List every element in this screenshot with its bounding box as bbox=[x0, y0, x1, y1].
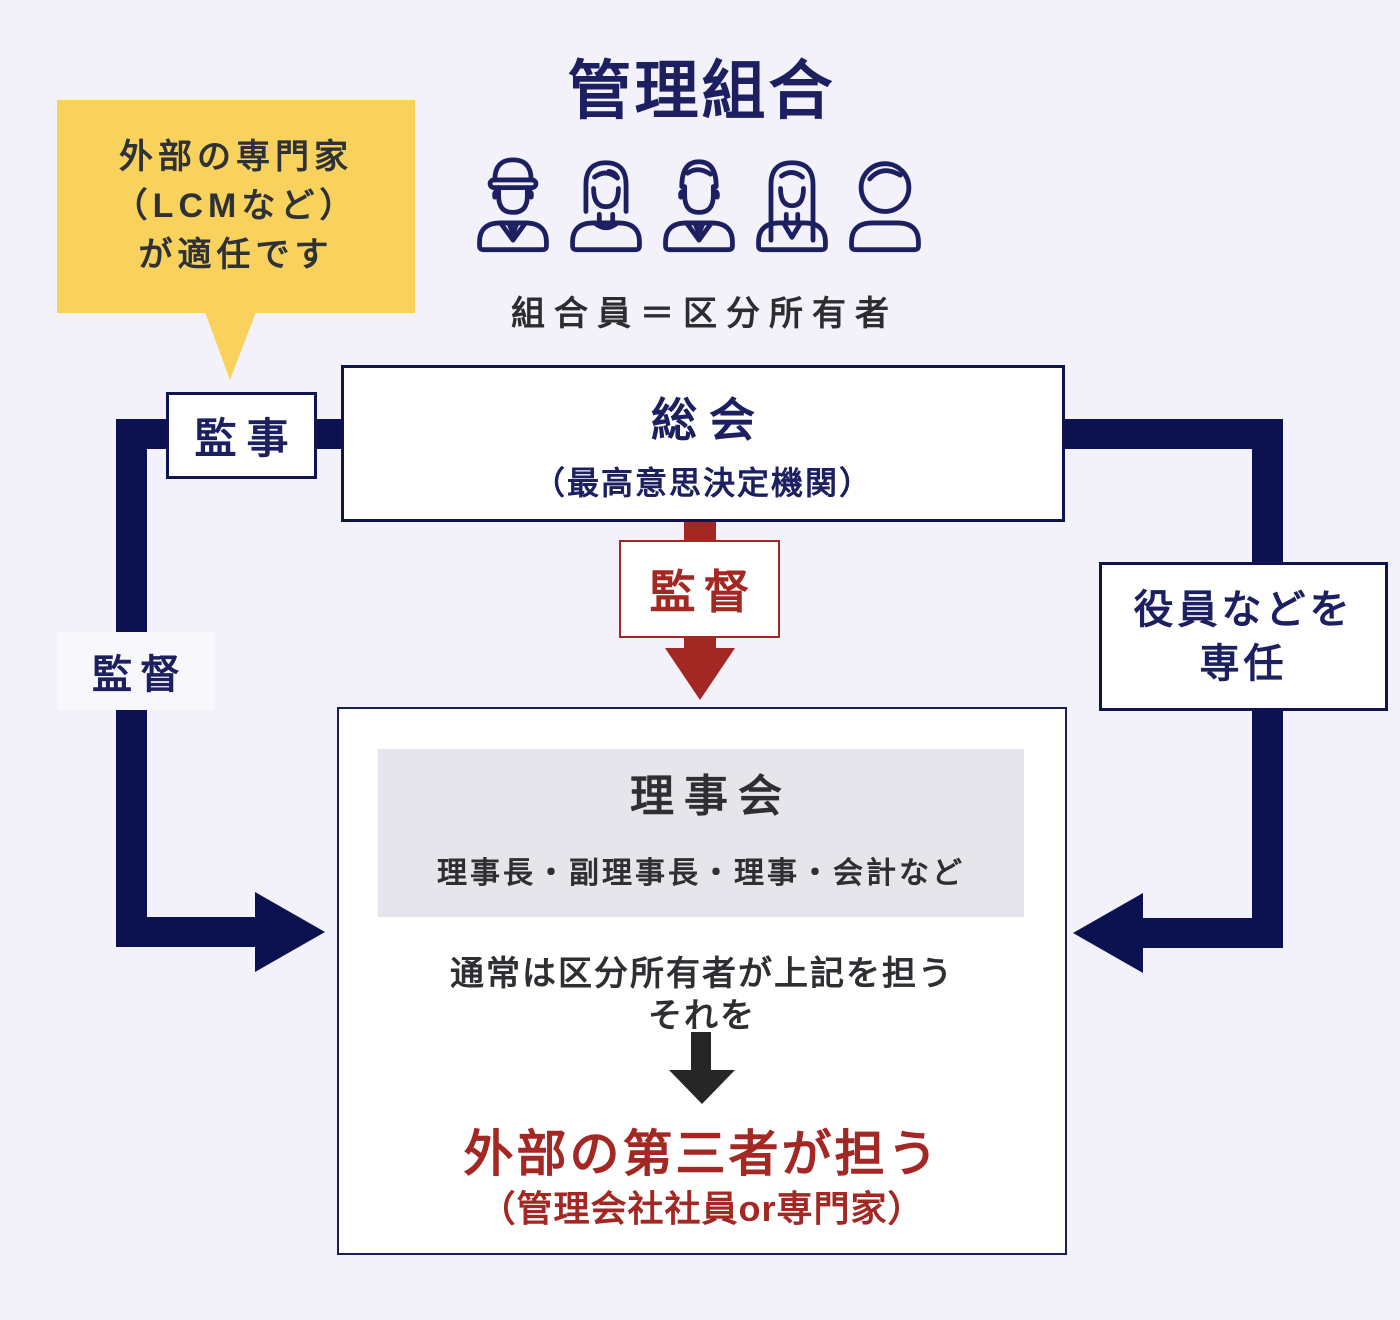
appoint-line-1: 役員などを bbox=[1133, 587, 1354, 632]
board-subtitle: 理事長・副理事長・理事・会計など bbox=[437, 857, 965, 890]
woman-long-hair-icon bbox=[749, 144, 835, 256]
members-icon-row bbox=[470, 144, 928, 256]
appoint-officers-box: 役員などを 専任 bbox=[1099, 562, 1388, 711]
board-highlight-sub: （管理会社社員or専門家） bbox=[479, 1188, 925, 1229]
page-title: 管理組合 bbox=[567, 55, 836, 127]
callout-line-1: 外部の専門家 bbox=[119, 138, 353, 176]
man-with-tie-icon bbox=[656, 144, 742, 256]
arrow-left-pointing-head bbox=[1073, 893, 1143, 973]
woman-bob-hair-icon bbox=[563, 144, 649, 256]
down-arrow-shaft bbox=[691, 1032, 711, 1072]
connector-right-top bbox=[1065, 419, 1283, 449]
general-meeting-subtitle: （最高意思決定機関） bbox=[532, 464, 873, 501]
board-gray-panel bbox=[378, 749, 1024, 917]
supervise-left-text: 監督 bbox=[92, 653, 188, 697]
down-arrow-head bbox=[669, 1070, 735, 1104]
general-meeting-title: 総会 bbox=[651, 393, 767, 446]
connector-left-bottom bbox=[116, 917, 255, 947]
auditor-label: 監事 bbox=[194, 415, 299, 462]
callout-tail bbox=[205, 312, 256, 380]
supervise-arrow-head bbox=[665, 648, 735, 700]
supervise-label: 監督 bbox=[649, 566, 758, 618]
callout-line-2: （LCMなど） bbox=[113, 187, 359, 225]
board-title: 理事会 bbox=[630, 772, 792, 821]
connector-right-bottom bbox=[1143, 918, 1283, 948]
arrow-right-pointing-head bbox=[255, 892, 325, 972]
board-highlight: 外部の第三者が担う bbox=[463, 1126, 941, 1182]
expert-callout-bubble: 外部の専門家 （LCMなど） が適任です bbox=[57, 100, 415, 313]
board-note-1: 通常は区分所有者が上記を担う bbox=[450, 955, 954, 993]
auditor-box: 監事 bbox=[166, 392, 317, 479]
general-meeting-box: 総会 （最高意思決定機関） bbox=[341, 365, 1065, 522]
members-caption: 組合員＝区分所有者 bbox=[511, 295, 898, 333]
man-with-hat-icon bbox=[470, 144, 556, 256]
appoint-line-2: 専任 bbox=[1199, 641, 1288, 686]
board-note-2: それを bbox=[648, 997, 756, 1035]
supervise-box: 監督 bbox=[619, 540, 780, 638]
callout-line-3: が適任です bbox=[138, 236, 334, 274]
person-icon bbox=[842, 144, 928, 256]
supervise-left-label: 監督 bbox=[57, 632, 215, 710]
